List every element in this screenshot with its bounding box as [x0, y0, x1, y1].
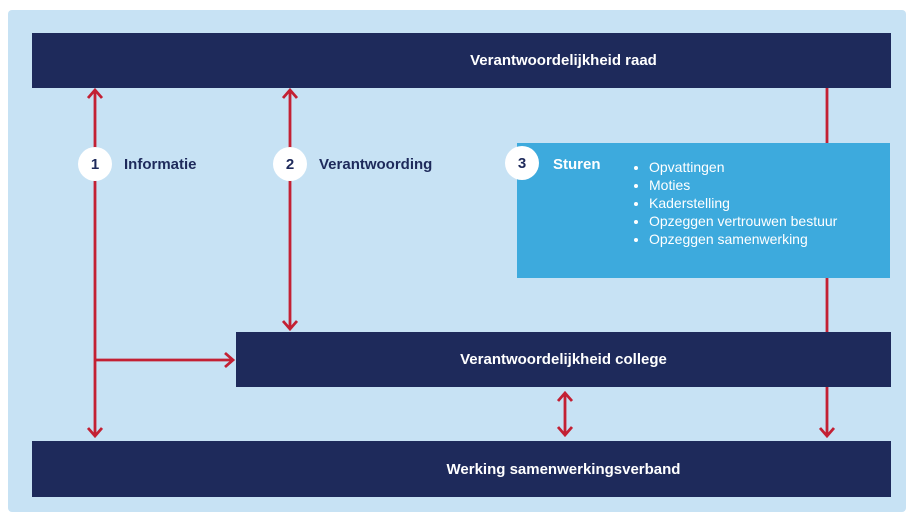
sturen-bullet-item: Opvattingen [649, 158, 837, 176]
bar-verantwoordelijkheid-college: Verantwoordelijkheid college [236, 332, 891, 387]
legend-number-2: 2 [285, 155, 295, 173]
legend-number-3: 3 [517, 154, 527, 172]
legend-circle-3: 3 [505, 146, 539, 180]
sturen-bullet-item: Kaderstelling [649, 194, 837, 212]
bar-raad-label: Verantwoordelijkheid raad [470, 52, 657, 69]
bar-werking-samenwerkingsverband: Werking samenwerkingsverband [32, 441, 891, 497]
bar-werking-label: Werking samenwerkingsverband [446, 460, 681, 478]
sturen-bullet-item: Moties [649, 176, 837, 194]
legend-label-verantwoording: Verantwoording [319, 156, 433, 173]
legend-number-1: 1 [90, 155, 100, 173]
bar-verantwoordelijkheid-raad: Verantwoordelijkheid raad [32, 33, 891, 88]
sturen-bullet-list: Opvattingen Moties Kaderstelling Opzegge… [629, 158, 837, 248]
diagram-panel: Verantwoordelijkheid raad Sturen Opvatti… [8, 10, 906, 512]
sturen-bullet-item: Opzeggen vertrouwen bestuur [649, 212, 837, 230]
bar-college-label: Verantwoordelijkheid college [460, 351, 667, 368]
legend-label-informatie: Informatie [124, 156, 197, 173]
sturen-box: Sturen Opvattingen Moties Kaderstelling … [517, 143, 890, 278]
legend-circle-2: 2 [273, 147, 307, 181]
sturen-box-title: Sturen [553, 156, 601, 173]
legend-circle-1: 1 [78, 147, 112, 181]
sturen-bullet-item: Opzeggen samenwerking [649, 230, 837, 248]
